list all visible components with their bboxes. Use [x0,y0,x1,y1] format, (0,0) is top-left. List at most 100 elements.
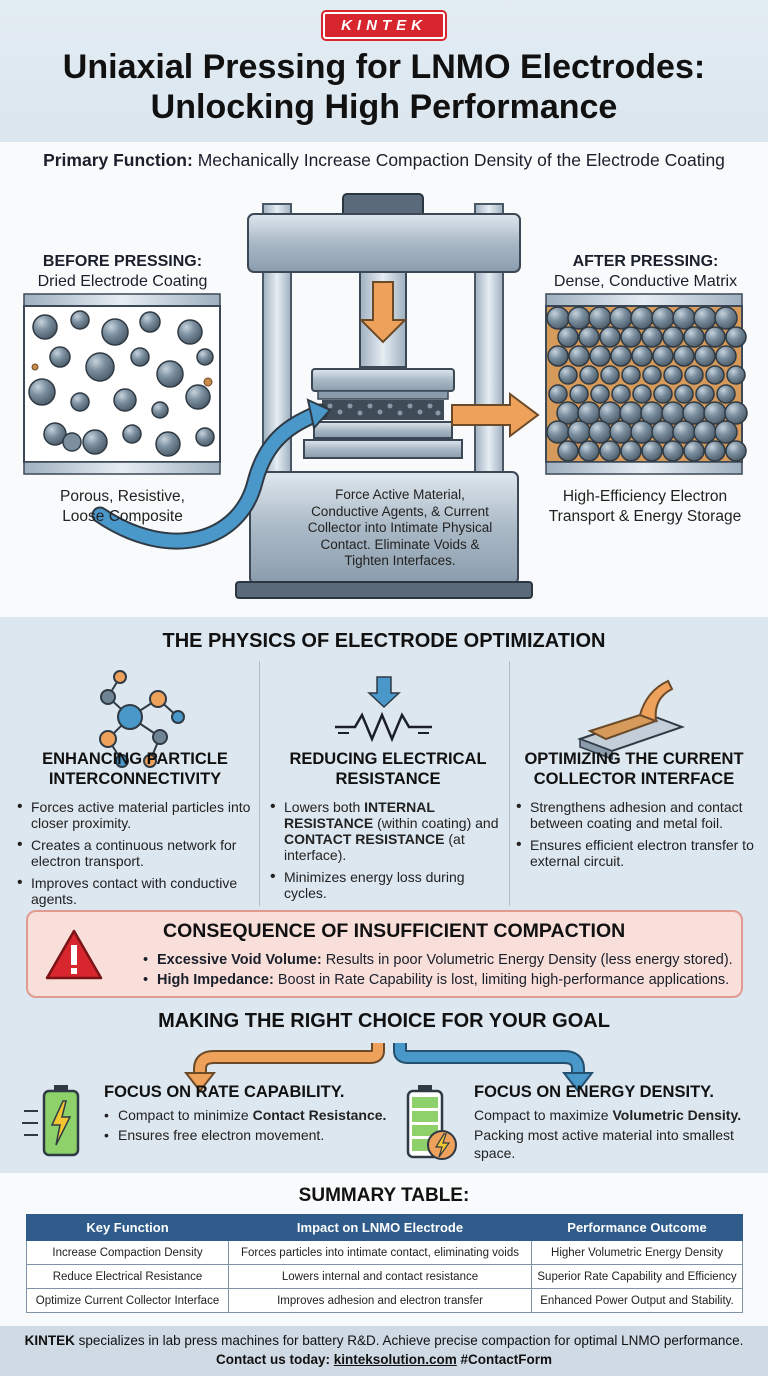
particle [610,345,632,367]
after-panel [545,293,748,475]
summary-title: SUMMARY TABLE: [298,1185,470,1206]
right-arrow [395,1043,583,1075]
table-cell: Increase Compaction Density [26,1240,229,1265]
particle [642,365,662,385]
particle [632,384,652,404]
particle [630,420,654,444]
summary-section: SUMMARY TABLE: Key Function Impact on LN… [0,1173,768,1326]
particle [558,365,578,385]
list-item: Minimizes energy loss during cycles. [268,869,508,901]
particle [579,365,599,385]
warning-icon [45,929,103,980]
particle [589,345,611,367]
particle [663,365,683,385]
interconnectivity-column: ENHANCING PARTICLE INTERCONNECTIVITY For… [15,749,255,913]
primary-function: Primary Function: Mechanically Increase … [43,150,725,170]
table-cell: Lowers internal and contact resistance [228,1264,532,1289]
particle [704,326,726,348]
particle [683,326,705,348]
before-caption: Porous, Resistive, Loose Composite [60,488,185,525]
table-cell: Improves adhesion and electron transfer [228,1288,532,1313]
particle [724,401,748,425]
particle [716,384,736,404]
particle [662,326,684,348]
particle [546,306,570,330]
particle [641,326,663,348]
resistor-icon [335,676,432,743]
warning-title: CONSEQUENCE OF INSUFFICIENT COMPACTION [163,920,626,942]
footer: KINTEK specializes in lab press machines… [0,1326,768,1376]
list-item: Compact to minimize Contact Resistance. [104,1106,386,1124]
particle [704,440,726,462]
list-item: Packing most active material into smalle… [474,1127,734,1161]
particle [590,384,610,404]
table-row: Increase Compaction Density Forces parti… [26,1240,743,1265]
particle [600,365,620,385]
table-cell: Enhanced Power Output and Stability. [531,1288,743,1313]
physics-title: THE PHYSICS OF ELECTRODE OPTIMIZATION [162,630,606,652]
table-cell: Forces particles into intimate contact, … [228,1240,532,1265]
particle [693,420,717,444]
particle [652,345,674,367]
particle [714,306,738,330]
particle [693,306,717,330]
particle [611,384,631,404]
particle [620,326,642,348]
orange-arrow [451,392,540,438]
before-title: BEFORE PRESSING: Dried Electrode Coating [37,253,208,290]
particle [588,420,612,444]
foil-icon [577,679,685,761]
particle [725,440,747,462]
particle [630,306,654,330]
table-cell: Optimize Current Collector Interface [26,1288,229,1313]
particle [695,384,715,404]
particle [599,440,621,462]
battery-rate-icon [22,1085,80,1157]
list-item: Lowers both INTERNAL RESISTANCE (within … [268,799,508,863]
collector-column: OPTIMIZING THE CURRENT COLLECTOR INTERFA… [514,749,754,875]
table-row: Optimize Current Collector Interface Imp… [26,1288,743,1313]
particle [578,440,600,462]
list-item: Compact to maximize Volumetric Density. [474,1107,742,1123]
list-item: Creates a continuous network for electro… [15,837,255,869]
particle [653,384,673,404]
particle [694,345,716,367]
list-item: High Impedance: Boost in Rate Capability… [143,970,733,990]
after-title: AFTER PRESSING: Dense, Conductive Matrix [553,253,738,290]
particle [567,306,591,330]
warning-box: CONSEQUENCE OF INSUFFICIENT COMPACTION E… [26,910,743,998]
particle [672,420,696,444]
particle [673,345,695,367]
column-header: Performance Outcome [531,1214,743,1241]
particle [725,326,747,348]
left-arrow [195,1043,383,1075]
table-cell: Higher Volumetric Energy Density [531,1240,743,1265]
resistance-column: REDUCING ELECTRICAL RESISTANCE Lowers bo… [268,749,508,907]
hero-illustration: Primary Function: Mechanically Increase … [0,142,768,617]
table-cell: Reduce Electrical Resistance [26,1264,229,1289]
column-header: Impact on LNMO Electrode [228,1214,532,1241]
physics-icons [99,670,685,768]
particle [568,345,590,367]
particle [641,440,663,462]
particle [557,326,579,348]
press-machine [235,193,533,599]
particle [557,440,579,462]
choice-title: MAKING THE RIGHT CHOICE FOR YOUR GOAL [158,1010,610,1032]
kintek-logo: KINTEK [323,12,445,39]
particle [684,365,704,385]
column-divider [509,661,510,906]
particle [578,326,600,348]
list-item: Forces active material particles into cl… [15,799,255,831]
particle [621,365,641,385]
before-panel [23,293,221,475]
particle [705,365,725,385]
physics-section: THE PHYSICS OF ELECTRODE OPTIMIZATION EN… [0,617,768,1173]
list-item: Excessive Void Volume: Results in poor V… [143,950,733,970]
particle [588,306,612,330]
particle [609,306,633,330]
table-cell: Superior Rate Capability and Efficiency [531,1264,743,1289]
website-link[interactable]: kinteksolution.com [333,1352,457,1367]
table-row: Reduce Electrical Resistance Lowers inte… [26,1264,743,1289]
particle [620,440,642,462]
